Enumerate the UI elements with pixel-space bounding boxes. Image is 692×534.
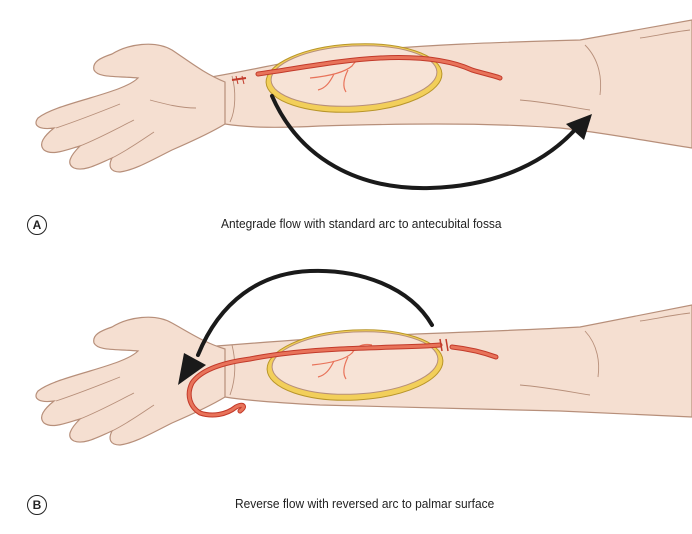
arc-arrow-b [178, 268, 434, 385]
panel-b: B Reverse flow with reversed arc to palm… [0, 267, 692, 534]
forearm-illustration-a [35, 19, 692, 191]
radial-artery-pedicle-b [186, 338, 499, 418]
radial-forearm-flap-a [265, 43, 443, 113]
panel-a: A Antegrade flow with standard arc to an… [27, 19, 692, 235]
arc-arrow-a [270, 94, 592, 191]
panel-a-label: A [27, 215, 47, 235]
panel-b-label: B [27, 495, 47, 515]
radial-artery-pedicle-a [231, 55, 503, 85]
panel-b-caption: Reverse flow with reversed arc to palmar… [235, 496, 495, 511]
forearm-a [35, 19, 692, 173]
forearm-illustration-b [35, 268, 692, 446]
panel-a-caption: Antegrade flow with standard arc to ante… [221, 216, 502, 231]
